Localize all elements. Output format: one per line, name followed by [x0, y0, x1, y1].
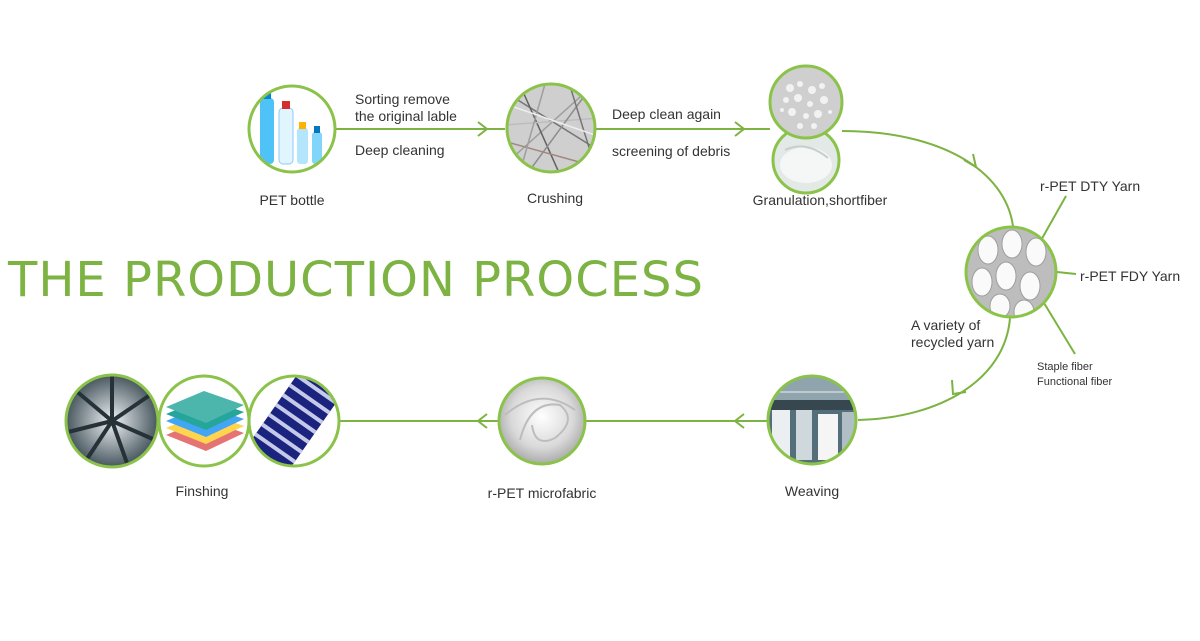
node-label-finishing: Finshing [175, 483, 229, 499]
microfiber-closeup-icon [67, 375, 156, 467]
arrow-icon [477, 121, 489, 137]
node-finishing [64, 373, 341, 469]
flow-connectors [336, 128, 1077, 422]
step-label: Sorting remove [355, 91, 450, 107]
connector-yarn-weaving [857, 317, 1011, 421]
connector-staple [1043, 302, 1076, 355]
arrow-icon [733, 413, 745, 429]
node-label-pet-bottle: PET bottle [259, 192, 325, 208]
arrow-icon [951, 379, 967, 396]
fabric-swirl-icon [504, 397, 576, 442]
node-pet-bottle [247, 84, 337, 174]
connector-granulation-yarn [841, 130, 1014, 227]
node-label-granulation: Granulation,shortfiber [752, 192, 888, 208]
granules-icon [780, 81, 832, 129]
node-weaving [766, 374, 858, 466]
arrow-icon [476, 413, 488, 429]
node-crushing [505, 82, 597, 174]
step-label: screening of debris [612, 143, 731, 159]
connector-fdy [1056, 271, 1077, 275]
yarn-type-functional: Functional fiber [1037, 376, 1113, 388]
step-label: Deep cleaning [355, 142, 445, 158]
node-label-crushing: Crushing [526, 190, 584, 206]
folded-cloths-icon [166, 391, 244, 451]
node-label-weaving: Weaving [784, 483, 840, 499]
node-microfabric [497, 376, 587, 466]
yarn-spools-icon [971, 229, 1047, 317]
shortfiber-icon [780, 145, 832, 183]
step-label: Deep clean again [612, 106, 721, 122]
bottles-icon [260, 91, 322, 165]
connector-dty [1039, 195, 1067, 243]
yarn-type-fdy: r-PET FDY Yarn [1080, 268, 1181, 284]
node-label-yarn-line1: A variety of [911, 317, 981, 333]
node-granulation [768, 64, 844, 195]
node-label-microfabric: r-PET microfabric [487, 485, 597, 501]
flow-arrowheads [476, 121, 978, 429]
page-title: THE PRODUCTION PROCESS [8, 252, 704, 308]
striped-mop-pad-icon [249, 376, 339, 466]
arrow-icon [963, 153, 978, 170]
crushed-fibers-icon [507, 84, 595, 172]
yarn-type-staple: Staple fiber [1037, 361, 1093, 373]
node-recycled-yarn [964, 225, 1058, 319]
yarn-type-dty: r-PET DTY Yarn [1040, 178, 1141, 194]
step-label: the original lable [355, 108, 457, 124]
arrow-icon [734, 121, 746, 137]
node-label-yarn-line2: recycled yarn [911, 334, 995, 350]
